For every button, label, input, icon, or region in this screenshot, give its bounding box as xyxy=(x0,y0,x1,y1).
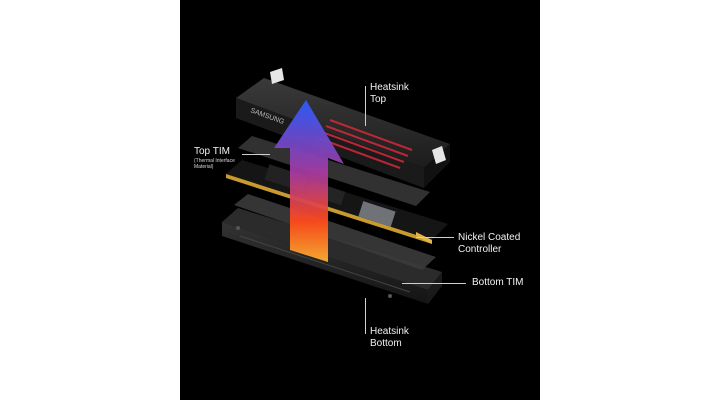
ssd-exploded-view: SAMSUNG xyxy=(222,68,450,304)
heatsink-bottom xyxy=(222,208,442,304)
leader-nickel-controller xyxy=(416,237,454,238)
heatsink-red-fins xyxy=(317,119,413,169)
leader-heatsink-top xyxy=(365,86,366,126)
label-heatsink-bottom: Heatsink Bottom xyxy=(370,326,409,349)
top-tim xyxy=(238,136,430,206)
heat-arrow xyxy=(274,100,344,262)
label-nickel-controller: Nickel Coated Controller xyxy=(458,232,521,255)
label-top-tim: Top TIM (Thermal Interface Material) xyxy=(194,146,235,170)
bottom-tim xyxy=(234,194,436,270)
label-heatsink-top: Heatsink Top xyxy=(370,82,409,105)
nickel-controller-chip xyxy=(358,201,396,227)
leader-heatsink-bottom xyxy=(365,298,366,334)
diagram-stage: SAMSUNG Heatsink Top Top TIM (Thermal In… xyxy=(180,0,540,400)
leader-bottom-tim xyxy=(402,283,466,284)
label-bottom-tim: Bottom TIM xyxy=(472,277,524,288)
leader-top-tim xyxy=(242,154,270,155)
